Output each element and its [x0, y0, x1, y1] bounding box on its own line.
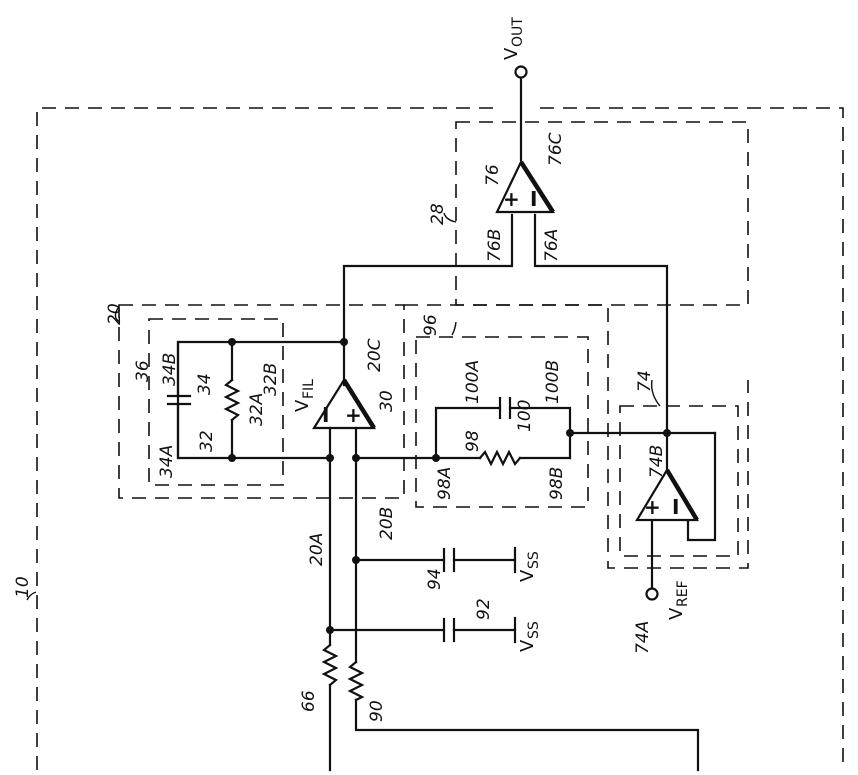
vref-terminal: [645, 587, 659, 601]
block-36-box: [148, 318, 284, 486]
label-32b: 32B: [261, 363, 281, 396]
label-30: 30: [377, 390, 397, 412]
label-32a: 32A: [247, 393, 267, 426]
block-74-box: [619, 405, 739, 557]
block-96-outer: [404, 304, 749, 569]
label-74b: 74B: [647, 445, 667, 478]
label-76b: 76B: [485, 229, 505, 262]
label-100: 100: [515, 400, 535, 432]
label-100b: 100B: [543, 360, 563, 404]
opamp-76-plus: +: [503, 187, 520, 211]
label-98a: 98A: [435, 467, 455, 500]
label-vfil: V FIL: [292, 379, 317, 412]
svg-text:V: V: [517, 569, 538, 582]
outer-boundary-10-right: [540, 107, 844, 770]
components: [166, 65, 699, 702]
label-36: 36: [133, 360, 153, 382]
label-20b: 20B: [377, 507, 397, 540]
boundary-boxes: [36, 107, 844, 770]
label-74a: 74A: [633, 621, 653, 654]
block-28-box: [455, 121, 749, 306]
label-98: 98: [463, 430, 483, 452]
label-76c: 76C: [546, 132, 566, 166]
opamp-74-minus: I: [672, 495, 679, 519]
opamp-30-plus: +: [345, 403, 362, 427]
label-vss-92: V SS: [517, 621, 542, 652]
label-66: 66: [299, 690, 319, 712]
label-76a: 76A: [542, 229, 562, 262]
outer-boundary-10: [36, 107, 496, 770]
label-100a: 100A: [463, 360, 483, 404]
resistor-32: [223, 378, 241, 422]
svg-text:V: V: [666, 607, 687, 620]
label-34b: 34B: [160, 353, 180, 386]
label-vout: V OUT: [501, 17, 526, 60]
svg-text:SS: SS: [526, 621, 542, 639]
label-20a: 20A: [307, 533, 327, 566]
label-92: 92: [474, 598, 494, 620]
label-vss-94: V SS: [517, 551, 542, 582]
label-28: 28: [428, 203, 448, 225]
svg-text:SS: SS: [526, 551, 542, 569]
svg-text:FIL: FIL: [301, 379, 317, 399]
label-96: 96: [421, 314, 441, 336]
label-74: 74: [635, 370, 655, 392]
opamp-signs: + I I + + I: [322, 187, 679, 519]
leader-lines: [26, 212, 661, 601]
resistor-90: [347, 660, 365, 702]
opamp-74-plus: +: [644, 495, 661, 519]
label-34: 34: [195, 373, 215, 395]
opamp-76-minus: I: [530, 187, 537, 211]
label-vref: V REF: [666, 580, 691, 620]
vout-terminal: [514, 65, 528, 79]
wires: [176, 76, 717, 772]
label-20c: 20C: [365, 338, 385, 372]
label-10: 10: [13, 576, 33, 598]
signal-labels: V OUT V FIL V REF V SS V SS: [292, 17, 691, 652]
label-98b: 98B: [547, 467, 567, 500]
opamp-30-minus: I: [322, 403, 329, 427]
resistor-66: [321, 643, 339, 687]
label-94: 94: [425, 568, 445, 590]
label-34a: 34A: [157, 445, 177, 478]
svg-text:OUT: OUT: [510, 17, 526, 47]
svg-text:REF: REF: [675, 580, 691, 607]
label-90: 90: [367, 700, 387, 722]
label-20: 20: [105, 303, 125, 325]
block-20-box: [118, 304, 405, 499]
svg-text:V: V: [517, 639, 538, 652]
block-96-box: [415, 336, 589, 508]
label-76: 76: [483, 164, 503, 186]
svg-text:V: V: [501, 47, 522, 60]
resistor-98: [478, 449, 522, 467]
reference-labels: 10 20 20A 20B 20C 28 30 32 32A 32B 34 34…: [13, 132, 667, 722]
svg-text:V: V: [292, 399, 313, 412]
label-32: 32: [197, 430, 217, 452]
